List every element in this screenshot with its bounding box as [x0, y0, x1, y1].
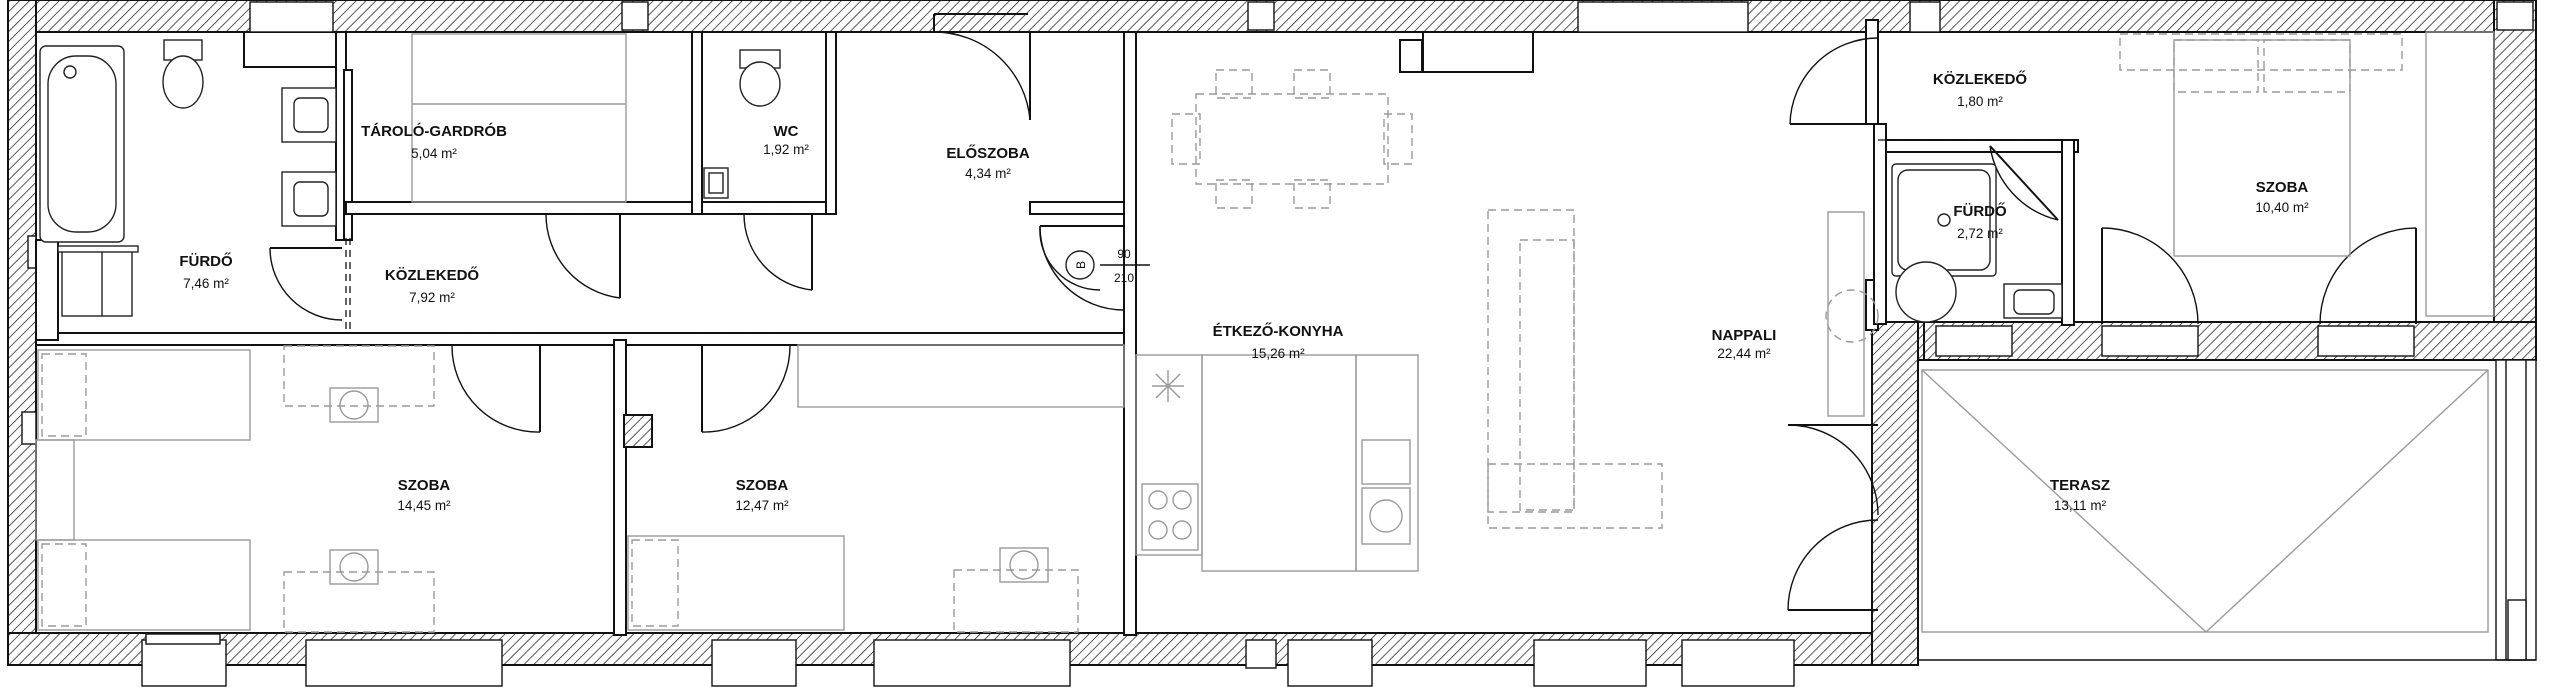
- door-symbol-label: B: [1074, 261, 1088, 269]
- room-area-wc: 1,92 m²: [763, 142, 809, 157]
- room-area-furdo1: 7,46 m²: [183, 276, 229, 291]
- room-name-kozlekedo2: KÖZLEKEDŐ: [1933, 70, 2028, 88]
- room-name-kozlekedo1: KÖZLEKEDŐ: [385, 266, 480, 284]
- door-width-label: 90: [1117, 247, 1131, 261]
- exterior-walls: [7, 0, 2537, 666]
- room-name-terasz: TERASZ: [2050, 477, 2110, 494]
- room-name-szoba2: SZOBA: [736, 477, 789, 494]
- room-area-terasz: 13,11 m²: [2054, 498, 2107, 513]
- room-labels: FÜRDŐ 7,46 m² TÁROLÓ-GARDRÓB 5,04 m² WC …: [179, 70, 2309, 513]
- entry-door-symbol: B 90 210: [1039, 225, 1150, 291]
- doors: [269, 13, 2417, 611]
- door-height-label: 210: [1114, 271, 1134, 285]
- room-name-szoba1: SZOBA: [398, 477, 451, 494]
- room-area-eloszoba: 4,34 m²: [965, 166, 1011, 181]
- room-name-szoba3: SZOBA: [2256, 179, 2309, 196]
- room-name-wc: WC: [774, 123, 799, 140]
- door-openings: [345, 139, 2062, 346]
- room-name-furdo1: FÜRDŐ: [179, 252, 233, 270]
- room-area-szoba1: 14,45 m²: [397, 498, 451, 513]
- room-name-nappali: NAPPALI: [1712, 327, 1777, 344]
- furniture: [35, 31, 2495, 633]
- room-area-nappali: 22,44 m²: [1717, 346, 1771, 361]
- room-name-tarolo: TÁROLÓ-GARDRÓB: [361, 122, 507, 140]
- room-area-kozlekedo2: 1,80 m²: [1957, 94, 2003, 109]
- room-area-szoba3: 10,40 m²: [2255, 200, 2309, 215]
- room-area-tarolo: 5,04 m²: [411, 146, 457, 161]
- bathroom-fixtures: [39, 39, 2063, 323]
- room-area-szoba2: 12,47 m²: [735, 498, 789, 513]
- windows-bottom: [141, 325, 2415, 687]
- terrace: [1918, 359, 2537, 661]
- room-area-konyha: 15,26 m²: [1251, 346, 1305, 361]
- room-name-furdo2: FÜRDŐ: [1953, 202, 2007, 220]
- room-area-furdo2: 2,72 m²: [1957, 226, 2003, 241]
- room-name-eloszoba: ELŐSZOBA: [946, 144, 1030, 162]
- room-area-kozlekedo1: 7,92 m²: [409, 290, 455, 305]
- room-name-konyha: ÉTKEZŐ-KONYHA: [1213, 322, 1344, 340]
